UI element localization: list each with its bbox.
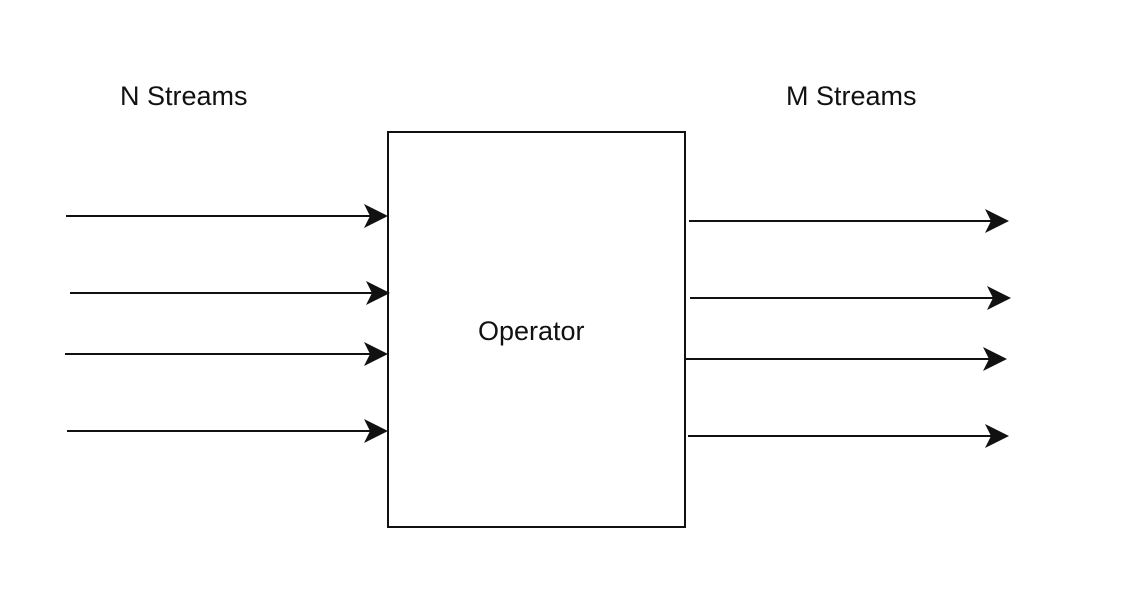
output-streams-label: M Streams	[786, 81, 917, 111]
operator-box	[387, 131, 686, 528]
operator-label: Operator	[478, 316, 585, 346]
input-streams-label: N Streams	[120, 81, 248, 111]
